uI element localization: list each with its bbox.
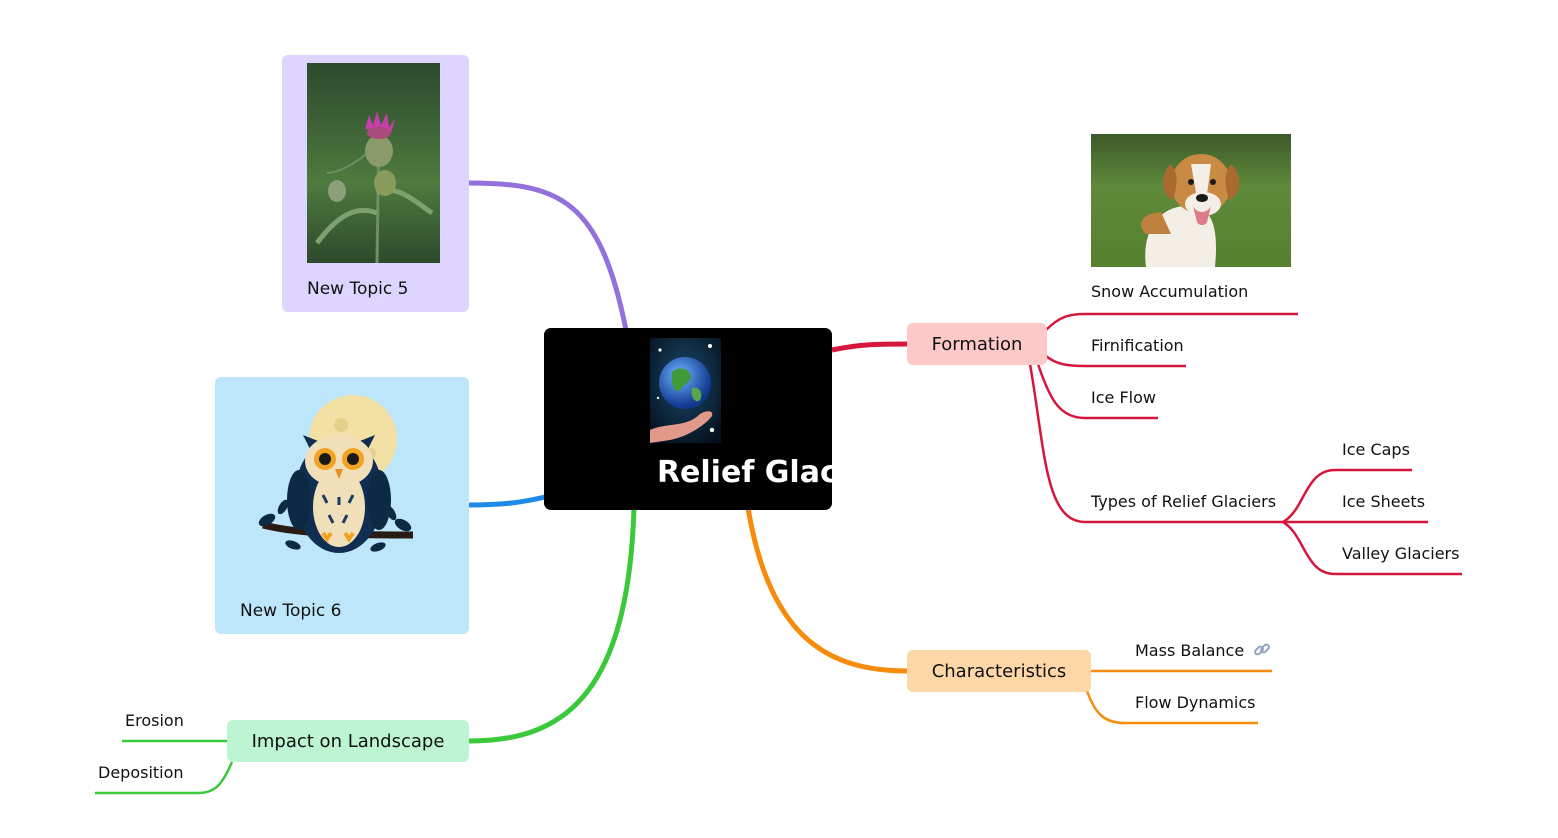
characteristics-child-flow-dynamics[interactable]: Flow Dynamics (1135, 693, 1256, 712)
characteristics-label: Characteristics (931, 660, 1067, 682)
impact-child-erosion[interactable]: Erosion (125, 711, 184, 730)
formation-child-snow-accumulation[interactable]: Snow Accumulation (1091, 282, 1249, 301)
earth-in-hand-icon (650, 338, 721, 443)
topic6-label: New Topic 6 (240, 601, 342, 621)
dog-photo (1091, 134, 1291, 267)
formation-label: Formation (931, 333, 1023, 355)
formation-child-ice-flow[interactable]: Ice Flow (1091, 388, 1156, 407)
mass-balance-label: Mass Balance (1135, 641, 1245, 660)
central-topic[interactable] (544, 328, 832, 510)
central-title: Relief Glaciers (656, 455, 902, 490)
formation-node[interactable]: Formation (907, 323, 1047, 365)
link-topic5 (468, 180, 629, 331)
impact-child-deposition[interactable]: Deposition (98, 763, 184, 782)
thistle-photo (307, 63, 440, 263)
characteristics-branches (1084, 669, 1272, 725)
link-impact (468, 507, 637, 744)
link-characteristics (745, 507, 909, 674)
formation-child-firnification[interactable]: Firnification (1091, 336, 1184, 355)
formation-branches (1028, 312, 1462, 576)
types-child-ice-caps[interactable]: Ice Caps (1342, 440, 1410, 459)
types-child-valley-glaciers[interactable]: Valley Glaciers (1342, 544, 1460, 563)
owl-on-branch-illustration (258, 395, 414, 553)
topic5-label: New Topic 5 (307, 279, 409, 299)
impact-branches (95, 739, 234, 795)
characteristics-node[interactable]: Characteristics (907, 650, 1091, 692)
types-child-ice-sheets[interactable]: Ice Sheets (1342, 492, 1426, 511)
characteristics-child-mass-balance[interactable]: Mass Balance (1135, 641, 1271, 660)
link-topic6 (468, 494, 546, 508)
topic5-card[interactable]: New Topic 5 (282, 55, 469, 312)
impact-label: Impact on Landscape (251, 730, 445, 752)
impact-node[interactable]: Impact on Landscape (227, 720, 469, 762)
link-formation (831, 341, 909, 353)
link-icon[interactable] (1253, 641, 1271, 659)
formation-child-types[interactable]: Types of Relief Glaciers (1091, 492, 1277, 511)
topic6-card[interactable]: New Topic 6 (215, 377, 469, 634)
